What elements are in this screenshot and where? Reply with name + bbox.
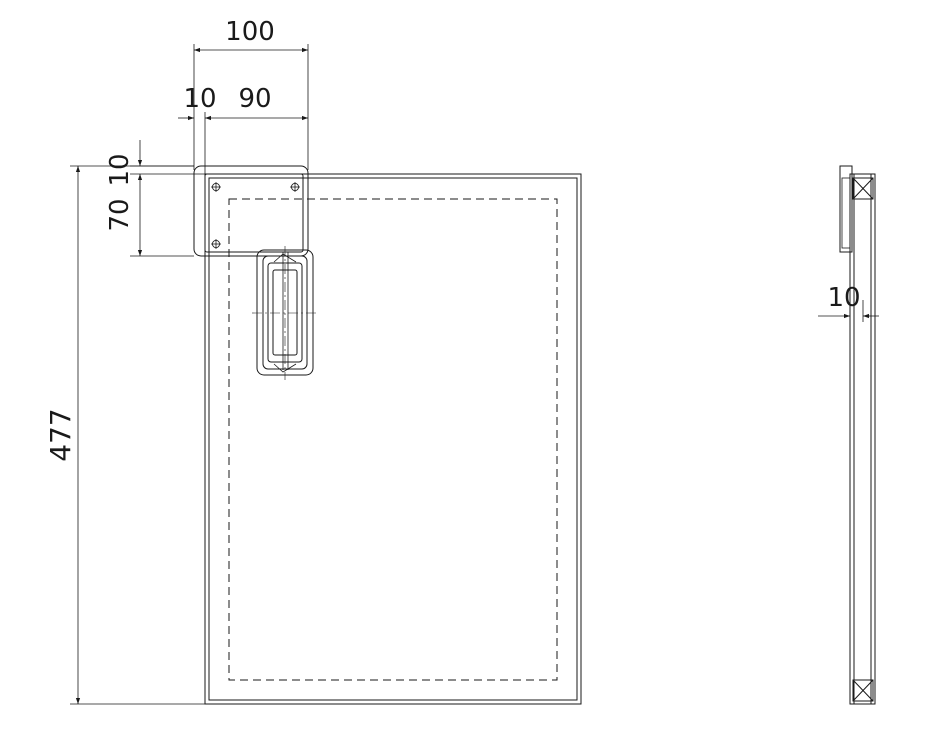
- dim-70-label: 70: [105, 198, 135, 231]
- side-panel: [849, 173, 876, 705]
- dim-477-label: 477: [44, 408, 77, 461]
- dim-10-top-label: 10: [183, 84, 216, 114]
- side-bracket: [839, 165, 853, 253]
- dim-10-left-label: 10: [105, 153, 135, 186]
- handle: [252, 246, 318, 380]
- panel-inner: [208, 177, 578, 701]
- dimension-labels: 100 10 90 10 70 477 10: [44, 17, 861, 462]
- side-cross-top: [852, 177, 874, 200]
- dim-side-10-label: 10: [827, 283, 860, 313]
- dim-90-label: 90: [238, 84, 271, 114]
- mounting-bracket: [193, 165, 309, 257]
- screw-hole: [211, 239, 221, 249]
- screw-hole: [290, 182, 300, 192]
- panel-outer: [204, 173, 582, 705]
- side-view: [839, 165, 876, 705]
- panel-dashed-border: [228, 198, 558, 681]
- dimension-lines: [70, 44, 879, 705]
- screw-hole: [211, 182, 221, 192]
- side-cross-bottom: [852, 679, 874, 702]
- dim-100-label: 100: [225, 17, 275, 47]
- front-view: [193, 165, 582, 705]
